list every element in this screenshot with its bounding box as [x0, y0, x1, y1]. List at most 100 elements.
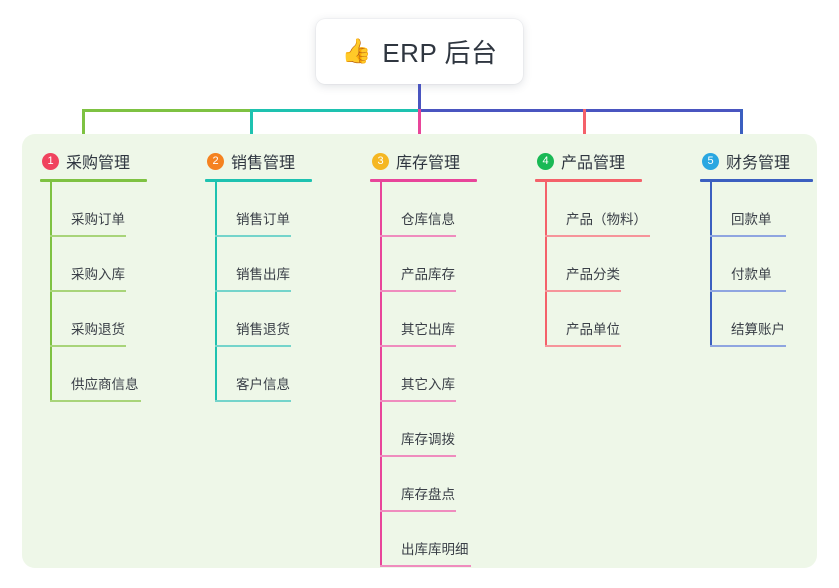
leaf-node-label: 销售订单 [236, 212, 290, 227]
leaf-node-label: 库存调拨 [401, 432, 455, 447]
leaf-node-rule [215, 400, 291, 402]
leaf-node-rule [380, 345, 456, 347]
branch-header-rule-3 [370, 179, 477, 182]
leaf-node-label: 仓库信息 [401, 212, 455, 227]
leaf-node[interactable]: 采购退货 [40, 292, 190, 347]
branch-number-badge-2: 2 [207, 152, 224, 170]
leaf-node[interactable]: 其它入库 [370, 347, 520, 402]
branch-drop-line-5 [740, 109, 743, 146]
leaf-node[interactable]: 销售出库 [205, 237, 355, 292]
leaf-node-label: 其它入库 [401, 377, 455, 392]
leaf-node[interactable]: 仓库信息 [370, 182, 520, 237]
leaf-node[interactable]: 销售退货 [205, 292, 355, 347]
root-stem-line [418, 84, 421, 112]
leaf-node-label: 客户信息 [236, 377, 290, 392]
leaf-node-label: 回款单 [731, 212, 772, 227]
leaf-node[interactable]: 销售订单 [205, 182, 355, 237]
branch-column-3: 3 库存管理仓库信息产品库存其它出库其它入库库存调拨库存盘点出库库明细 [370, 146, 520, 567]
leaf-node-label: 产品（物料） [566, 212, 647, 227]
leaf-node-rule [380, 235, 456, 237]
branch-header-2[interactable]: 2 销售管理 [205, 146, 355, 176]
branch-number-badge-3: 3 [372, 152, 389, 170]
leaf-node[interactable]: 回款单 [700, 182, 839, 237]
branch-header-rule-2 [205, 179, 312, 182]
thumbs-up-icon: 👍 [341, 37, 372, 65]
branch-header-4[interactable]: 4 产品管理 [535, 146, 685, 176]
branch-title-4: 产品管理 [561, 155, 626, 172]
leaf-node-label: 采购退货 [71, 322, 125, 337]
leaf-node-label: 产品单位 [566, 322, 620, 337]
branch-drop-line-3 [418, 109, 421, 146]
leaf-node-label: 产品库存 [401, 267, 455, 282]
branch-number-badge-5: 5 [702, 152, 719, 170]
branch-number-badge-1: 1 [42, 152, 59, 170]
leaf-node-rule [380, 455, 456, 457]
branch-items-3: 仓库信息产品库存其它出库其它入库库存调拨库存盘点出库库明细 [370, 182, 520, 567]
branch-title-2: 销售管理 [231, 155, 296, 172]
root-node-erp-backend[interactable]: 👍 ERP 后台 [316, 19, 523, 84]
leaf-node-rule [50, 400, 141, 402]
leaf-node-rule [50, 290, 126, 292]
branch-column-1: 1 采购管理采购订单采购入库采购退货供应商信息 [40, 146, 190, 402]
leaf-node[interactable]: 其它出库 [370, 292, 520, 347]
leaf-node-label: 销售出库 [236, 267, 290, 282]
branch-drop-line-4 [583, 109, 586, 146]
leaf-node[interactable]: 结算账户 [700, 292, 839, 347]
leaf-node-rule [380, 510, 456, 512]
branch-items-2: 销售订单销售出库销售退货客户信息 [205, 182, 355, 402]
branch-items-5: 回款单付款单结算账户 [700, 182, 839, 347]
bus-segment-indigo [418, 109, 743, 112]
branch-title-3: 库存管理 [396, 155, 461, 172]
leaf-node[interactable]: 产品单位 [535, 292, 685, 347]
leaf-node[interactable]: 付款单 [700, 237, 839, 292]
leaf-node[interactable]: 库存盘点 [370, 457, 520, 512]
branch-header-3[interactable]: 3 库存管理 [370, 146, 520, 176]
bus-segment-teal [250, 109, 418, 112]
branch-column-4: 4 产品管理产品（物料） 产品分类产品单位 [535, 146, 685, 347]
leaf-node[interactable]: 出库库明细 [370, 512, 520, 567]
branch-spine-1 [50, 182, 52, 402]
leaf-node[interactable]: 产品分类 [535, 237, 685, 292]
branch-number-badge-4: 4 [537, 152, 554, 170]
branch-spine-3 [380, 182, 382, 567]
root-node-title: ERP 后台 [382, 38, 498, 68]
leaf-node-rule [380, 400, 456, 402]
leaf-node-rule [50, 345, 126, 347]
leaf-node-rule [380, 565, 471, 567]
leaf-node-rule [545, 235, 650, 237]
leaf-node-label: 出库库明细 [401, 542, 469, 557]
leaf-node-label: 付款单 [731, 267, 772, 282]
branch-title-1: 采购管理 [66, 155, 131, 172]
leaf-node-rule [50, 235, 126, 237]
leaf-node-label: 采购入库 [71, 267, 125, 282]
leaf-node[interactable]: 供应商信息 [40, 347, 190, 402]
leaf-node-rule [380, 290, 456, 292]
branch-header-rule-4 [535, 179, 642, 182]
branch-items-4: 产品（物料） 产品分类产品单位 [535, 182, 685, 347]
branch-header-1[interactable]: 1 采购管理 [40, 146, 190, 176]
branch-header-rule-5 [700, 179, 813, 182]
leaf-node[interactable]: 采购入库 [40, 237, 190, 292]
branch-spine-5 [710, 182, 712, 347]
leaf-node[interactable]: 产品库存 [370, 237, 520, 292]
root-node-content: 👍 ERP 后台 [341, 33, 497, 70]
branch-items-1: 采购订单采购入库采购退货供应商信息 [40, 182, 190, 402]
leaf-node-label: 销售退货 [236, 322, 290, 337]
leaf-node-rule [710, 345, 786, 347]
leaf-node-label: 结算账户 [731, 322, 785, 337]
leaf-node[interactable]: 产品（物料） [535, 182, 685, 237]
leaf-node-label: 采购订单 [71, 212, 125, 227]
branch-title-5: 财务管理 [726, 155, 791, 172]
leaf-node-label: 库存盘点 [401, 487, 455, 502]
leaf-node[interactable]: 采购订单 [40, 182, 190, 237]
branch-header-5[interactable]: 5 财务管理 [700, 146, 839, 176]
leaf-node-rule [215, 290, 291, 292]
leaf-node-label: 其它出库 [401, 322, 455, 337]
branch-header-rule-1 [40, 179, 147, 182]
leaf-node[interactable]: 客户信息 [205, 347, 355, 402]
branch-drop-line-2 [250, 109, 253, 146]
leaf-node-rule [545, 345, 621, 347]
leaf-node[interactable]: 库存调拨 [370, 402, 520, 457]
leaf-node-rule [710, 290, 786, 292]
